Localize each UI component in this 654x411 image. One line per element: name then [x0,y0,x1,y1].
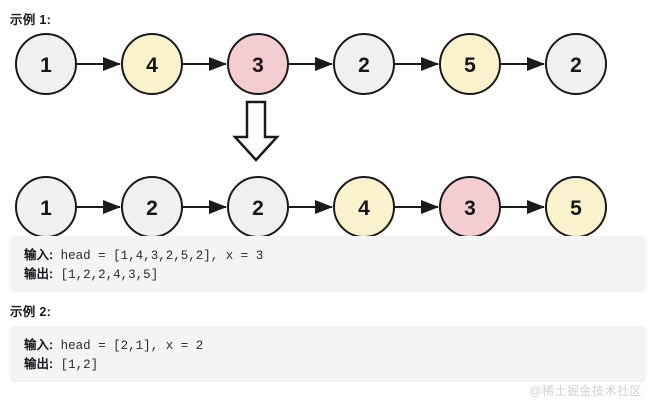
example-2-code-block: 输入: head = [2,1], x = 2 输出: [1,2] [10,326,646,382]
node-label: 5 [570,197,582,220]
node-label: 1 [40,54,52,77]
list-node: 2 [227,176,289,238]
example-1-heading: 示例 1: [10,13,52,27]
node-circle [15,33,77,95]
watermark: @稀土掘金技术社区 [529,384,642,398]
input-value: head = [1,4,3,2,5,2], x = 3 [53,249,264,263]
list-node: 5 [439,33,501,95]
node-label: 4 [146,54,158,77]
node-circle [545,176,607,238]
list-node: 2 [333,33,395,95]
list-node: 1 [15,176,77,238]
example-1-code-block: 输入: head = [1,4,3,2,5,2], x = 3 输出: [1,2… [10,236,646,292]
example-2-output-line: 输出: [1,2] [24,355,646,374]
list-node: 5 [545,176,607,238]
node-circle [227,33,289,95]
list-node: 2 [121,176,183,238]
node-label: 2 [252,197,264,220]
input-label: 输入: [24,338,54,352]
down-block-arrow-icon [232,100,280,162]
list-node: 3 [439,176,501,238]
input-value: head = [2,1], x = 2 [53,339,204,353]
list-node: 1 [15,33,77,95]
node-circle [333,33,395,95]
node-label: 5 [464,54,476,77]
example-2-input-line: 输入: head = [2,1], x = 2 [24,336,646,355]
node-label: 2 [570,54,582,77]
before-row-nodes: 1 4 3 2 5 2 [15,33,607,95]
node-label: 2 [358,54,370,77]
linked-list-diagram: 1 4 3 2 5 2 [15,33,607,238]
output-label: 输出: [24,267,54,281]
node-circle [121,33,183,95]
node-circle [121,176,183,238]
node-circle [545,33,607,95]
list-node: 4 [333,176,395,238]
node-circle [227,176,289,238]
input-label: 输入: [24,248,54,262]
node-circle [439,33,501,95]
node-label: 3 [252,54,264,77]
node-label: 1 [40,197,52,220]
node-circle [333,176,395,238]
node-circle [15,176,77,238]
list-node: 4 [121,33,183,95]
list-node: 3 [227,33,289,95]
after-row-nodes: 1 2 2 4 3 5 [15,176,607,238]
output-value: [1,2] [53,358,99,372]
output-value: [1,2,2,4,3,5] [53,268,159,282]
list-node: 2 [545,33,607,95]
node-circle [439,176,501,238]
output-label: 输出: [24,357,54,371]
node-label: 3 [464,197,476,220]
node-label: 2 [146,197,158,220]
node-label: 4 [358,197,370,220]
example-1-input-line: 输入: head = [1,4,3,2,5,2], x = 3 [24,246,646,265]
example-1-output-line: 输出: [1,2,2,4,3,5] [24,265,646,284]
example-2-heading: 示例 2: [10,305,52,319]
